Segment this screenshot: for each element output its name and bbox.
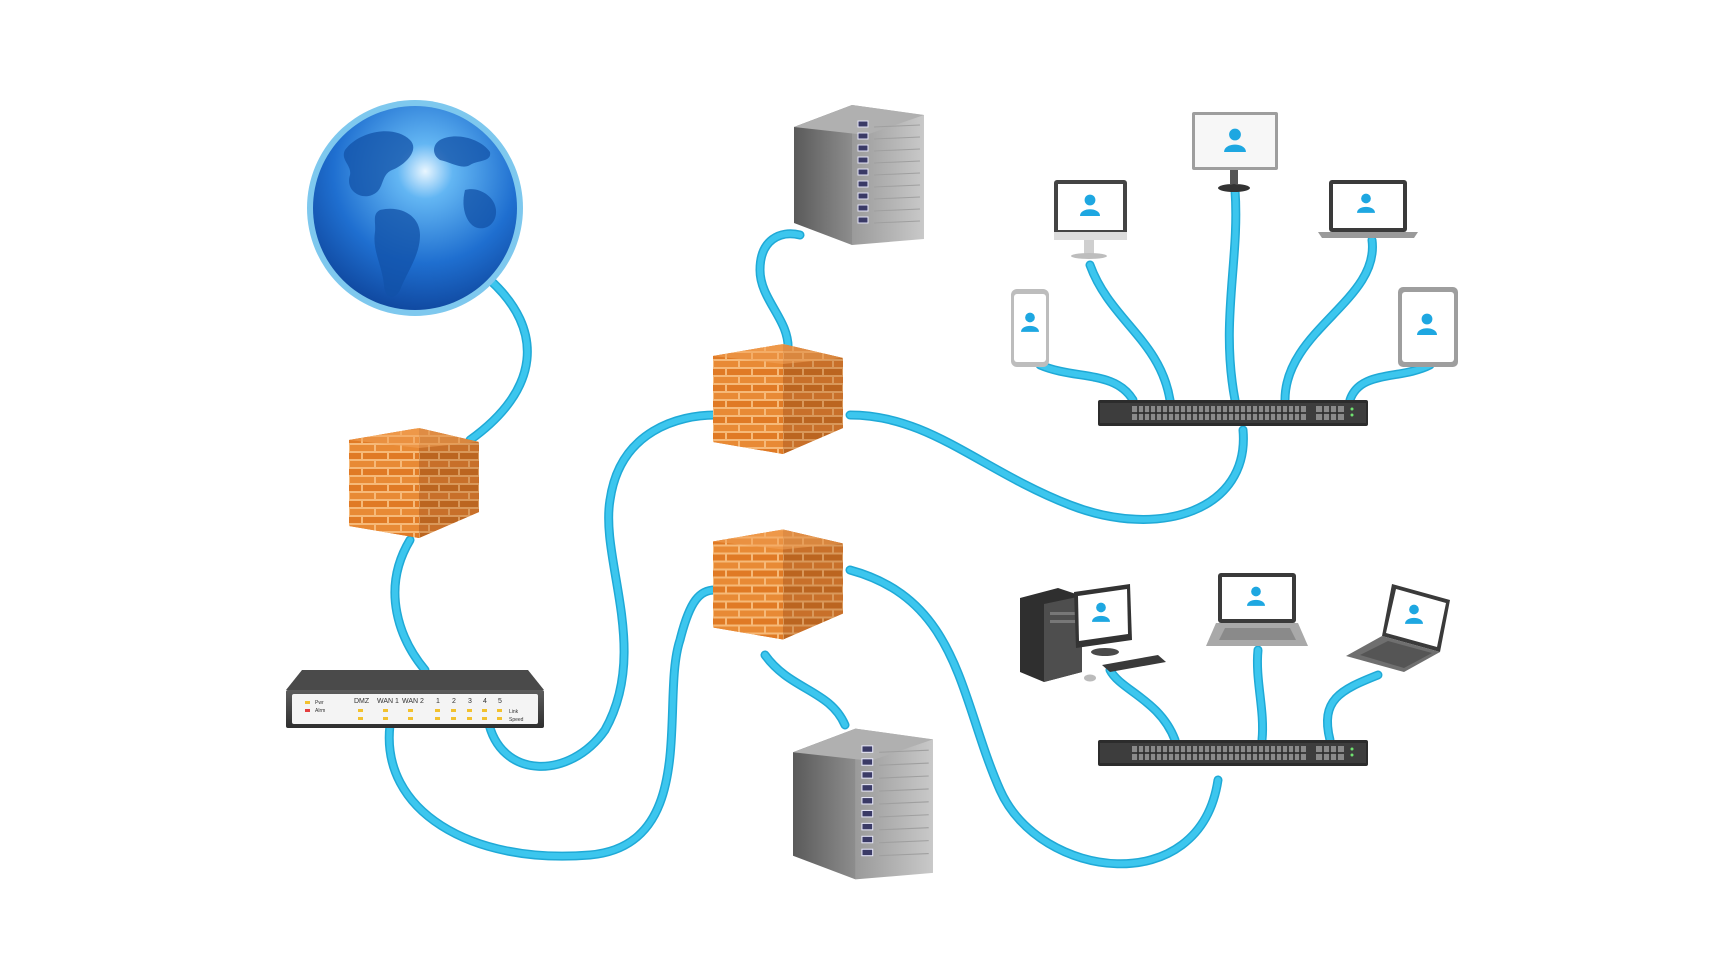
- firewall-brick-wall-icon: [349, 428, 479, 538]
- router-port-label: 4: [483, 698, 487, 705]
- firewall-brick-wall-icon: [713, 529, 843, 640]
- router-port-label: 2: [452, 698, 456, 705]
- router-leds: [358, 709, 502, 720]
- open-laptop-icon: [1346, 584, 1450, 672]
- firewall-brick-wall-icon: [713, 344, 843, 454]
- server-tower-icon: [793, 104, 925, 246]
- monitor-icon: [1192, 112, 1278, 192]
- router-label-speed: Speed: [509, 717, 524, 723]
- network-switch-icon: [1097, 739, 1369, 767]
- network-cables: [384, 185, 1435, 869]
- router-icon: Pwr Alrm DMZ WAN 1 WAN 2 1 2 3 4 5 Link …: [286, 670, 544, 728]
- router-port-label: WAN 1: [377, 698, 399, 705]
- router-label-alrm: Alrm: [315, 708, 325, 714]
- desktop-pc-icon: [1020, 584, 1166, 682]
- smartphone-icon: [1011, 289, 1049, 367]
- desktop-monitor-icon: [1054, 180, 1127, 259]
- router-port-label: DMZ: [354, 698, 370, 705]
- router-label-link: Link: [509, 709, 519, 715]
- router-port-label: 1: [436, 698, 440, 705]
- server-tower-icon: [792, 728, 934, 880]
- internet-globe-icon: [307, 100, 523, 316]
- router-label-pwr: Pwr: [315, 700, 324, 706]
- router-led-column-left: Pwr Alrm: [305, 700, 325, 714]
- router-port-label: 5: [498, 698, 502, 705]
- router-port-label: WAN 2: [402, 698, 424, 705]
- router-port-label: 3: [468, 698, 472, 705]
- tablet-icon: [1398, 287, 1458, 367]
- network-switch-icon: [1097, 399, 1369, 427]
- router-port-labels: DMZ WAN 1 WAN 2 1 2 3 4 5: [354, 698, 502, 705]
- cable-firewall-switch-top: [845, 410, 1248, 524]
- laptop-icon: [1206, 573, 1308, 646]
- laptop-icon: [1318, 180, 1418, 238]
